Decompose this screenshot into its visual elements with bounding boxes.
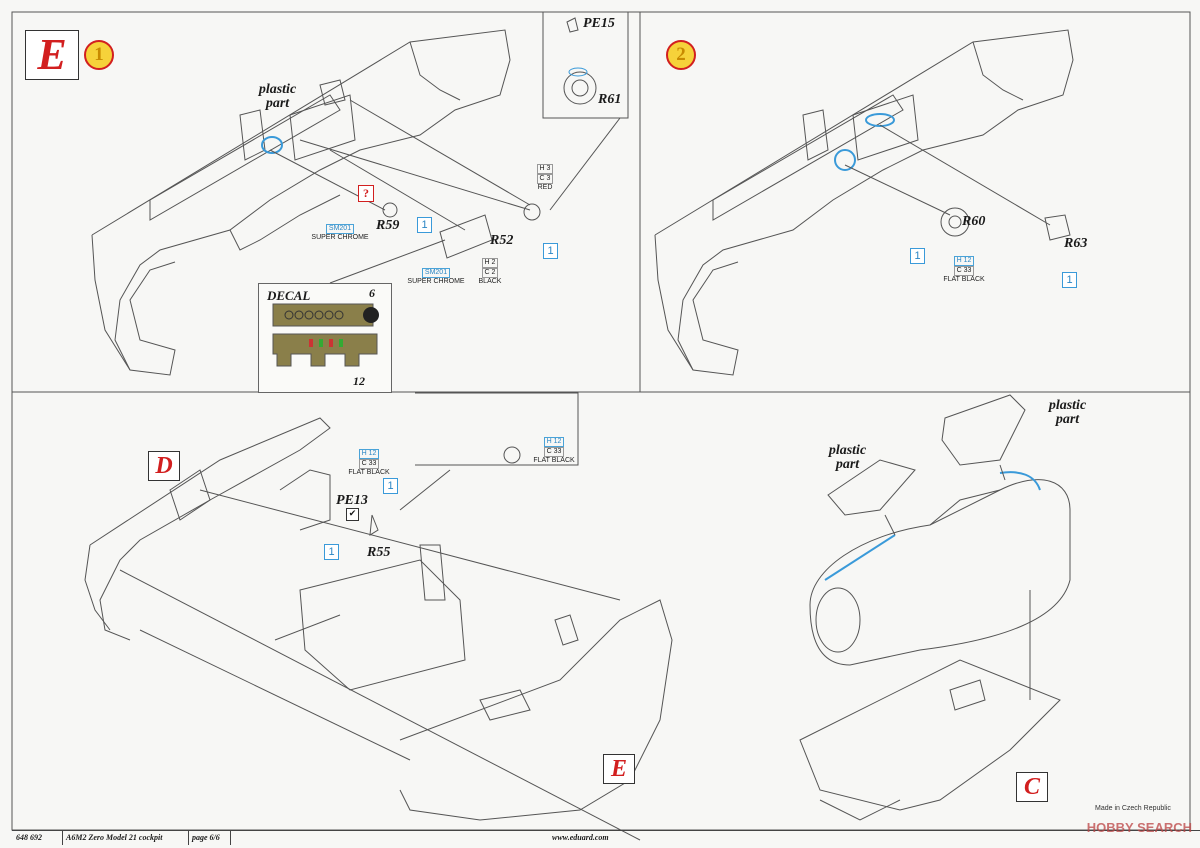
paint-c-code: C 33 [543,447,565,457]
paint-name: SUPER CHROME [311,234,369,241]
section-letter-e: E [25,30,79,80]
quantity-badge: 1 [1062,272,1077,288]
paint-code: H 12 [358,449,380,459]
decal-inset: DECAL 6 12 [258,283,392,393]
step-2-badge: 2 [666,40,696,70]
paint-code: H 3 [536,164,554,174]
question-mark-badge: ? [358,185,374,202]
plastic-part-label-panel: plastic part [828,443,867,472]
footer-kit-name: A6M2 Zero Model 21 cockpit [62,831,189,845]
paint-code: SM201 [325,224,355,234]
paint-name: FLAT BLACK [348,469,390,476]
paint-callout-black: H 2 C 2 BLACK [475,258,505,286]
paint-callout-red: H 3 C 3 RED [530,164,560,192]
step-1-badge: 1 [84,40,114,70]
footer-page: page 6/6 [188,831,231,845]
quantity-badge: 1 [417,217,432,233]
quantity-badge: 1 [910,248,925,264]
decal-artwork [272,303,379,367]
paint-code: SM201 [421,268,451,278]
paint-name: SUPER CHROME [407,278,465,285]
paint-name: FLAT BLACK [533,457,575,464]
footer-bar: 648 692 A6M2 Zero Model 21 cockpit page … [12,830,1200,845]
paint-c-code: C 33 [358,459,380,469]
section-letter-c: C [1016,772,1048,802]
decal-number-top: 6 [369,286,375,300]
paint-callout-flat-black-2: H 12 C 33 FLAT BLACK [528,437,580,465]
section-letter-d: D [148,451,180,481]
paint-code: H 2 [481,258,499,268]
paint-name: RED [537,184,553,191]
paint-callout-flat-black-1: H 12 C 33 FLAT BLACK [343,449,395,477]
paint-c-code: C 2 [481,268,499,278]
quantity-badge: 1 [324,544,339,560]
footer-kit-number: 648 692 [12,831,63,845]
paint-c-code: C 3 [536,174,554,184]
part-r60: R60 [962,214,986,229]
paint-name: BLACK [478,278,502,285]
part-r61: R61 [598,92,622,107]
plastic-part-label: plastic part [258,82,297,111]
decal-number-bottom: 12 [353,374,365,388]
paint-callout-flat-black: H 12 C 33 FLAT BLACK [938,256,990,284]
part-r63: R63 [1064,236,1088,251]
quantity-badge: 1 [383,478,398,494]
part-pe15: PE15 [583,16,615,31]
made-in-note: Made in Czech Republic [1095,805,1171,812]
paint-code: H 12 [543,437,565,447]
section-letter-e-small: E [603,754,635,784]
plastic-part-label-canopy: plastic part [1048,398,1087,427]
part-r59: R59 [376,218,400,233]
paint-callout-super-chrome-1: SM201 SUPER CHROME [308,224,372,242]
part-pe13: PE13 [336,493,368,508]
paint-c-code: C 33 [953,266,975,276]
decal-title: DECAL [267,288,311,303]
part-r52: R52 [490,233,514,248]
check-mark-icon: ✔ [346,508,359,521]
part-r55: R55 [367,545,391,560]
watermark: HOBBY SEARCH [1086,820,1192,835]
paint-code: H 12 [953,256,975,266]
paint-callout-super-chrome-2: SM201 SUPER CHROME [404,268,468,286]
quantity-badge: 1 [543,243,558,259]
paint-name: FLAT BLACK [943,276,985,283]
footer-website: www.eduard.com [552,833,609,842]
